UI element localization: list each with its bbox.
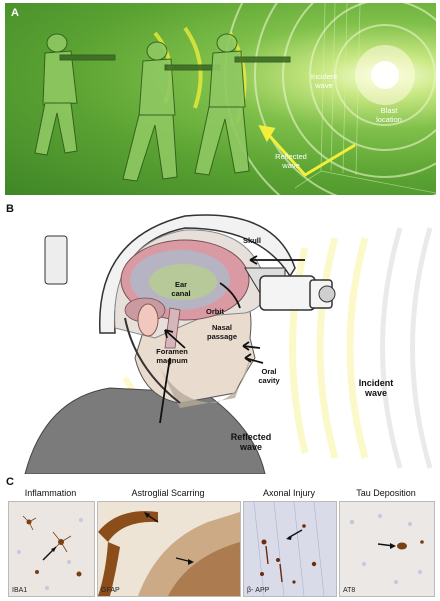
ear-canal-label: Ear canal xyxy=(171,280,191,298)
orbit-label: Orbit xyxy=(206,307,224,316)
panel-a-letter: A xyxy=(11,7,19,19)
iba1-stain-label: IBA1 xyxy=(12,587,28,594)
pressure-arrows xyxy=(159,255,305,424)
tau-tangles xyxy=(349,514,424,584)
reflected-wave-label: Reflected wave xyxy=(275,152,307,170)
soldier-2 xyxy=(122,41,221,182)
chin-strap xyxy=(124,317,181,404)
panel-c-histology: C Inflammation Astroglial Scarring Axona… xyxy=(5,474,436,599)
panel-b-letter: B xyxy=(6,203,14,215)
blast-location-label: Blast location xyxy=(376,106,402,124)
gfap-stain-label: GFAP xyxy=(101,587,120,594)
reflected-wave-label: Reflected wave xyxy=(230,432,272,453)
panel-a-blast-scene: A xyxy=(5,3,436,195)
soldier-3 xyxy=(194,33,291,176)
inflammation-title: Inflammation xyxy=(24,488,77,498)
wall xyxy=(294,3,436,194)
iba1-micrograph: IBA1 xyxy=(8,501,95,597)
incident-wave-label: Incident wave xyxy=(310,72,338,90)
oral-cavity-label: Oral cavity xyxy=(258,367,280,385)
helmet-side-rail xyxy=(44,235,68,285)
astroglial-scar xyxy=(98,511,240,596)
at8-micrograph: AT8 xyxy=(339,501,435,597)
incident-wave-label: Incident wave xyxy=(358,378,394,399)
shock-rings xyxy=(224,3,436,195)
skull-label: Skull xyxy=(243,236,261,245)
hoodie xyxy=(24,387,266,474)
soldier-1 xyxy=(34,33,116,156)
beta-app-stain-label: β- APP xyxy=(247,587,270,594)
blast-scene-illustration xyxy=(34,3,436,195)
beta-app-micrograph: β- APP xyxy=(243,501,337,597)
head-helmet-illustration xyxy=(24,214,433,474)
panel-c-letter: C xyxy=(6,476,14,488)
microglia-cells xyxy=(17,515,83,590)
axonal-swellings xyxy=(253,502,325,596)
incident-wave-arcs xyxy=(289,237,369,459)
nasal-passage-label: Nasal passage xyxy=(206,323,238,341)
beard xyxy=(155,358,250,408)
axonal-injury-title: Axonal Injury xyxy=(262,488,316,498)
foramen-magnum-label: Foramen magnum xyxy=(156,347,188,365)
ear xyxy=(137,303,159,337)
tau-deposition-title: Tau Deposition xyxy=(356,488,416,498)
at8-stain-label: AT8 xyxy=(343,587,356,594)
panel-b-head-diagram: B xyxy=(5,198,436,474)
astroglial-scarring-title: Astroglial Scarring xyxy=(131,488,205,498)
reflected-wave-arrow xyxy=(258,125,356,177)
gfap-micrograph: GFAP xyxy=(97,501,241,597)
night-vision-goggle xyxy=(259,275,336,311)
